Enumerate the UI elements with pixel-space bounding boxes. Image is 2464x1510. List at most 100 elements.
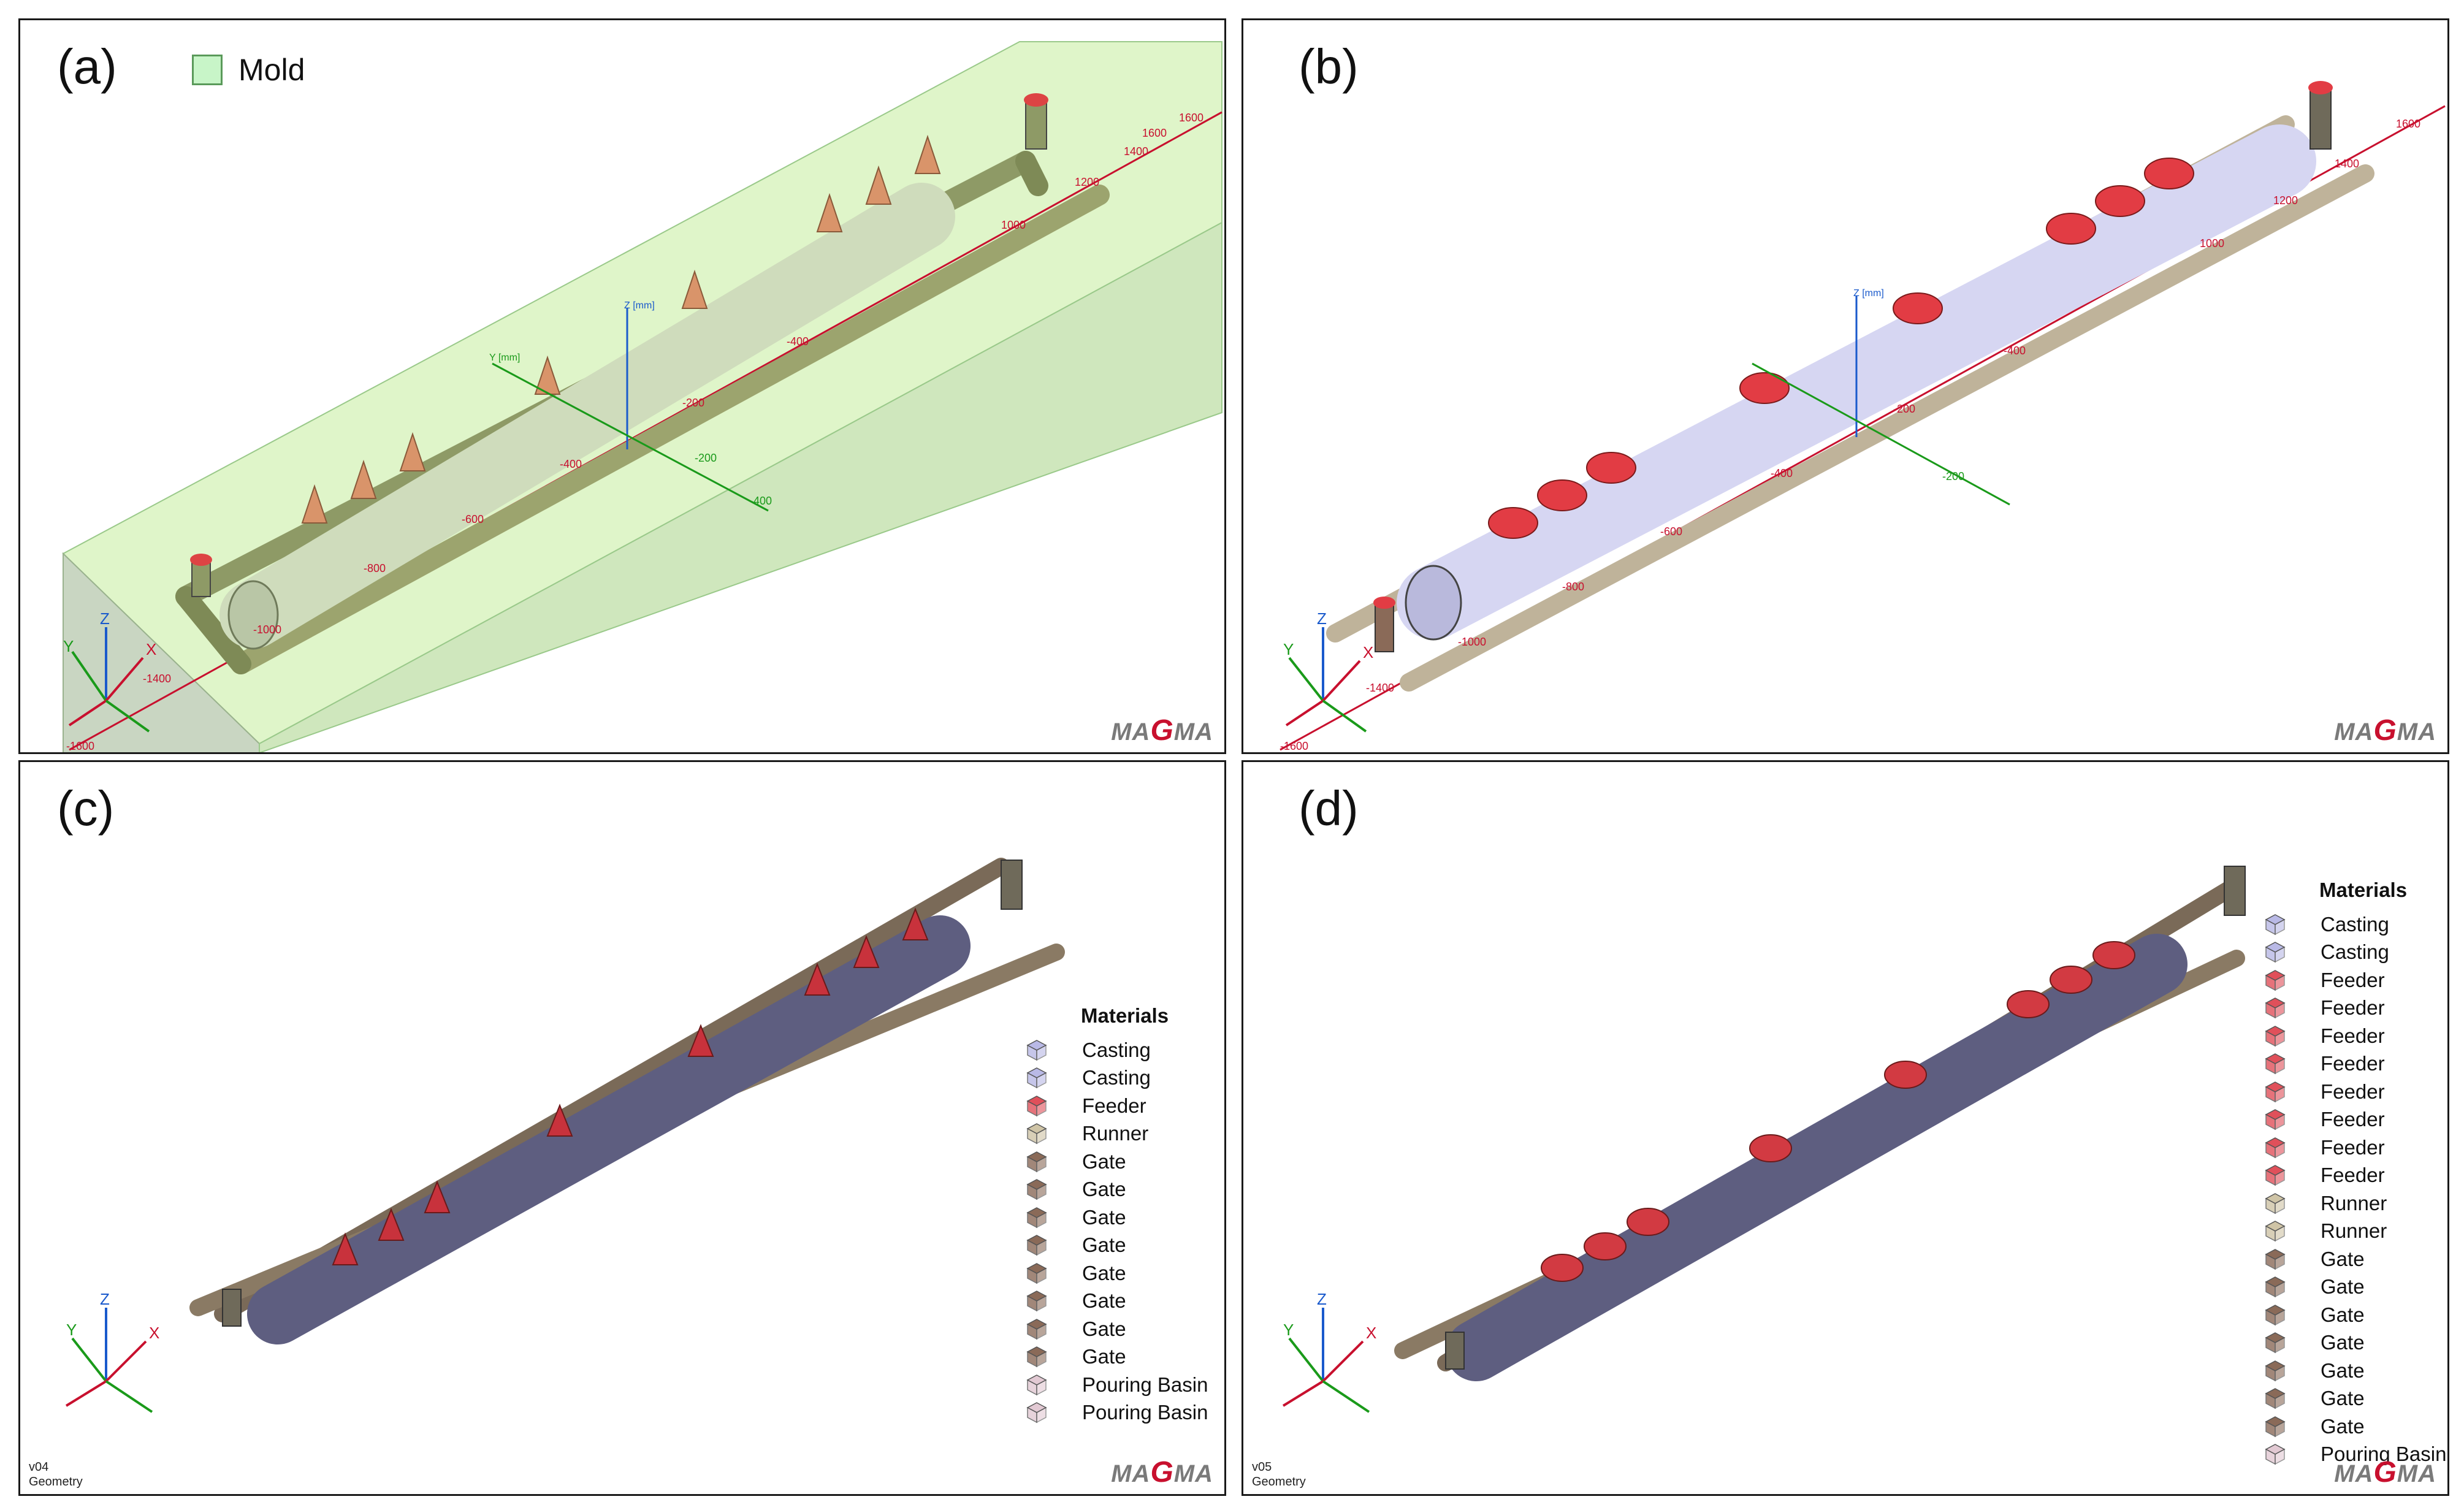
- casting-cube-icon: [1026, 1067, 1047, 1089]
- material-item[interactable]: Gate: [2264, 1273, 2446, 1302]
- material-label: Pouring Basin: [1082, 1373, 1208, 1396]
- material-label: Gate: [1082, 1234, 1126, 1257]
- panel-label: (a): [57, 39, 117, 94]
- mold-right-face: [259, 221, 1222, 752]
- magma-logo: MAGMA: [2334, 1456, 2436, 1489]
- material-item[interactable]: Gate: [2264, 1329, 2446, 1357]
- material-item[interactable]: Gate: [1026, 1232, 1208, 1260]
- material-item[interactable]: Gate: [1026, 1315, 1208, 1343]
- axis-triad: [1285, 627, 1367, 733]
- feeders: [1541, 941, 2135, 1282]
- triad-y-label: Y: [63, 637, 74, 655]
- runner-bar-left: [175, 586, 251, 674]
- magma-logo: MAGMA: [1111, 714, 1213, 747]
- gate-cube-icon: [1026, 1179, 1047, 1200]
- tick-label: -1000: [1458, 636, 1486, 648]
- pouring-basin-left: [1445, 1332, 1465, 1370]
- material-item[interactable]: Pouring Basin: [2264, 1441, 2446, 1469]
- version-label: v05: [1252, 1460, 1272, 1474]
- runner-bar-front: [1400, 164, 2374, 692]
- casting-cube-icon: [1026, 1039, 1047, 1061]
- triad-z-label: Z: [1317, 609, 1327, 628]
- gate-cube-icon: [1026, 1151, 1047, 1172]
- tick-label: 1400: [1124, 145, 1148, 158]
- material-item[interactable]: Feeder: [2264, 1022, 2446, 1050]
- mold-geometry-view[interactable]: X Y Z Z [mm] Y [mm] 1600 1400 1200 1000 …: [20, 20, 1226, 754]
- tick-label: 1200: [2273, 194, 2298, 207]
- material-item[interactable]: Feeder: [2264, 966, 2446, 994]
- material-item[interactable]: Feeder: [2264, 994, 2446, 1023]
- tick-label: 1000: [1001, 219, 1026, 231]
- pouring-basin-right: [2310, 87, 2332, 150]
- material-item[interactable]: Feeder: [2264, 1134, 2446, 1162]
- gate-cube-icon: [2265, 1248, 2286, 1270]
- materials-title: Materials: [2319, 879, 2408, 901]
- tick-labels: 1600 1400 1200 1000 -400 -200 -400 -600 …: [66, 112, 1203, 752]
- pouring-basin-left-top: [190, 554, 212, 566]
- material-item[interactable]: Feeder: [1026, 1092, 1208, 1120]
- pouring-basin-cube-icon: [1026, 1374, 1047, 1395]
- gate-cube-icon: [2265, 1388, 2286, 1409]
- material-item[interactable]: Pouring Basin: [1026, 1371, 1208, 1399]
- axis-triad: [1282, 1308, 1370, 1413]
- material-item[interactable]: Gate: [1026, 1259, 1208, 1287]
- gate-cube-icon: [1026, 1318, 1047, 1340]
- material-item[interactable]: Gate: [1026, 1148, 1208, 1176]
- material-item[interactable]: Gate: [1026, 1343, 1208, 1371]
- y-axis-line: [1752, 362, 2010, 506]
- tick-label: -800: [1562, 581, 1584, 593]
- material-item[interactable]: Feeder: [2264, 1162, 2446, 1190]
- materials-title: Materials: [1081, 1004, 1169, 1027]
- feeders: [332, 907, 929, 1265]
- material-label: Gate: [1082, 1261, 1126, 1284]
- material-item[interactable]: Casting: [2264, 910, 2446, 939]
- material-item[interactable]: Gate: [2264, 1301, 2446, 1329]
- material-item[interactable]: Gate: [1026, 1203, 1208, 1232]
- materials-geometry-view[interactable]: X Y Z: [20, 762, 1226, 1496]
- material-label: Feeder: [2321, 1052, 2385, 1075]
- materials-geometry-view[interactable]: X Y Z: [1243, 762, 2449, 1496]
- material-label: Feeder: [2321, 996, 2385, 1020]
- magma-logo: MAGMA: [1111, 1456, 1213, 1489]
- material-item[interactable]: Runner: [2264, 1218, 2446, 1246]
- material-item[interactable]: Feeder: [2264, 1106, 2446, 1134]
- gate-cube-icon: [2265, 1332, 2286, 1354]
- material-item[interactable]: Gate: [2264, 1385, 2446, 1413]
- y-unit-label: Y [mm]: [489, 353, 520, 363]
- feeder-cube-icon: [2265, 1081, 2286, 1102]
- pouring-basin-left: [1375, 602, 1394, 652]
- tick-label: 1200: [1075, 176, 1099, 188]
- pouring-basin-cube-icon: [2265, 1444, 2286, 1465]
- material-item[interactable]: Feeder: [2264, 1050, 2446, 1078]
- material-label: Gate: [1082, 1317, 1126, 1340]
- material-item[interactable]: Gate: [2264, 1413, 2446, 1441]
- tick-label: -1400: [1366, 682, 1394, 694]
- material-item[interactable]: Casting: [1026, 1036, 1208, 1064]
- casting-body: [1446, 934, 2187, 1381]
- material-item[interactable]: Feeder: [2264, 1078, 2446, 1106]
- material-item[interactable]: Pouring Basin: [1026, 1399, 1208, 1427]
- tick-label: -400: [1771, 467, 1793, 479]
- casting-geometry-view[interactable]: X Y Z Z [mm] 1600 1400 1200 1000 -400 -2…: [1243, 20, 2449, 754]
- panel-label: (c): [57, 781, 115, 836]
- pouring-basin-right: [1025, 99, 1047, 150]
- material-item[interactable]: Runner: [1026, 1120, 1208, 1148]
- material-item[interactable]: Casting: [1026, 1064, 1208, 1092]
- material-label: Runner: [2321, 1219, 2387, 1243]
- tick-label: -400: [787, 335, 809, 348]
- material-label: Gate: [1082, 1178, 1126, 1201]
- tick-label: -1400: [143, 673, 171, 685]
- casting-end-cap: [227, 580, 279, 650]
- tick-label: -1600: [1280, 740, 1308, 752]
- material-item[interactable]: Runner: [2264, 1189, 2446, 1218]
- material-item[interactable]: Gate: [2264, 1245, 2446, 1273]
- mold-legend-label: Mold: [238, 53, 305, 87]
- material-item[interactable]: Gate: [2264, 1357, 2446, 1385]
- triad-z-label: Z: [100, 1290, 110, 1308]
- material-item[interactable]: Casting: [2264, 939, 2446, 967]
- material-item[interactable]: Gate: [1026, 1287, 1208, 1316]
- gate-cube-icon: [1026, 1291, 1047, 1312]
- material-item[interactable]: Gate: [1026, 1176, 1208, 1204]
- triad-y-label: Y: [1283, 1321, 1294, 1339]
- runner-cube-icon: [1026, 1123, 1047, 1145]
